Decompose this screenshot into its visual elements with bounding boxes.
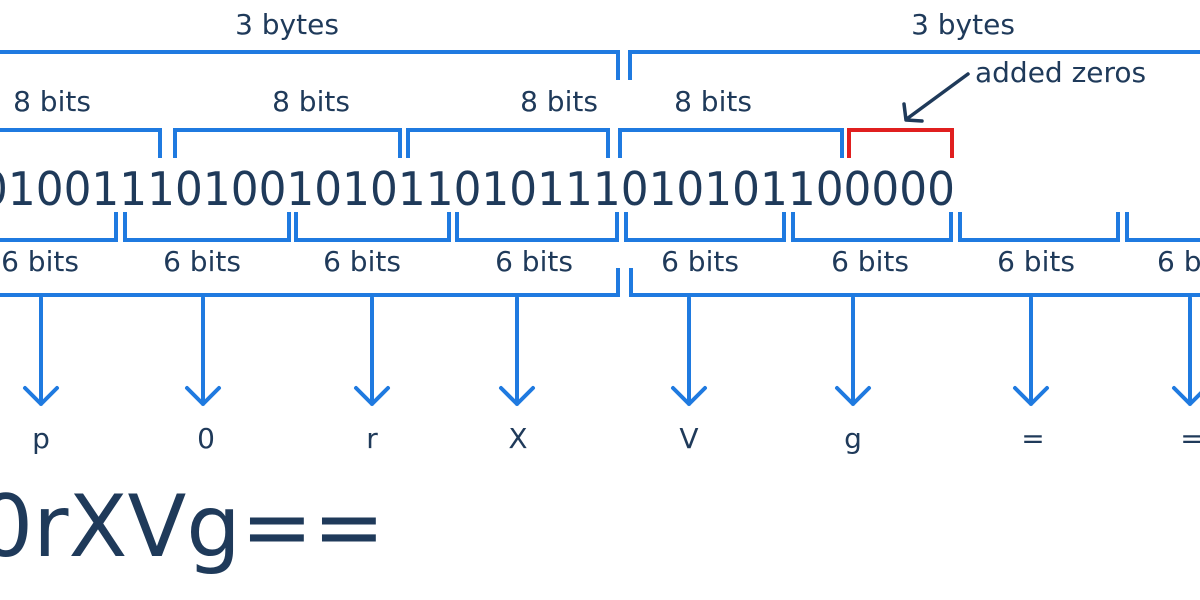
- sextet-label: 6 bits: [1, 245, 79, 278]
- output-char: =: [1180, 422, 1200, 455]
- arrow-down-icon: [499, 296, 535, 406]
- sextet-bracket: [958, 212, 1120, 242]
- arrow-down-icon: [23, 296, 59, 406]
- octet-label: 8 bits: [13, 85, 91, 118]
- bit-string: 01001110100101011010111010101100000: [0, 162, 955, 216]
- sextet-bracket: [1125, 212, 1200, 242]
- sextet-bracket: [624, 212, 786, 242]
- arrow-down-icon: [1172, 296, 1200, 406]
- octet-bracket: [618, 128, 844, 158]
- sextet-bracket: [791, 212, 953, 242]
- output-group-bracket-left: [0, 268, 620, 297]
- mapping-arrows: [23, 296, 1200, 406]
- added-zeros-annotation: added zeros: [975, 56, 1146, 89]
- sextet-label: 6 bits: [323, 245, 401, 278]
- added-zeros-bracket: [847, 128, 954, 158]
- byte-group-bracket-right: [628, 50, 1200, 80]
- octet-label: 8 bits: [520, 85, 598, 118]
- sextet-bracket: [455, 212, 619, 242]
- sextet-bracket: [294, 212, 451, 242]
- sextet-label: 6 bits: [661, 245, 739, 278]
- sextet-label: 6 bits: [495, 245, 573, 278]
- sextet-label: 6 bits: [831, 245, 909, 278]
- arrow-down-icon: [1013, 296, 1049, 406]
- output-char: 0: [197, 422, 215, 455]
- output-char: X: [508, 422, 527, 455]
- arrow-down-icon: [835, 296, 871, 406]
- octet-bracket: [406, 128, 610, 158]
- sextet-bracket: [0, 212, 118, 242]
- byte-group-bracket-left: [0, 50, 620, 80]
- output-char: =: [1021, 422, 1044, 455]
- byte-group-label: 3 bytes: [235, 8, 339, 41]
- octet-label: 8 bits: [272, 85, 350, 118]
- sextet-bracket: [123, 212, 291, 242]
- octet-bracket: [173, 128, 402, 158]
- octet-bracket: [0, 128, 162, 158]
- annotation-arrow-head: [902, 102, 924, 123]
- byte-group-label: 3 bytes: [911, 8, 1015, 41]
- output-char: g: [844, 422, 862, 455]
- sextet-label: 6 bits: [163, 245, 241, 278]
- annotation-arrow: [906, 72, 970, 120]
- output-char: p: [32, 422, 50, 455]
- arrow-down-icon: [185, 296, 221, 406]
- arrow-down-icon: [671, 296, 707, 406]
- sextet-label: 6 bits: [997, 245, 1075, 278]
- octet-label: 8 bits: [674, 85, 752, 118]
- output-char: r: [366, 422, 378, 455]
- sextet-label: 6 b: [1157, 245, 1200, 278]
- arrow-down-icon: [354, 296, 390, 406]
- output-group-bracket-right: [629, 268, 1200, 297]
- base64-result: b0rXVg==: [0, 477, 385, 577]
- output-char: V: [679, 422, 698, 455]
